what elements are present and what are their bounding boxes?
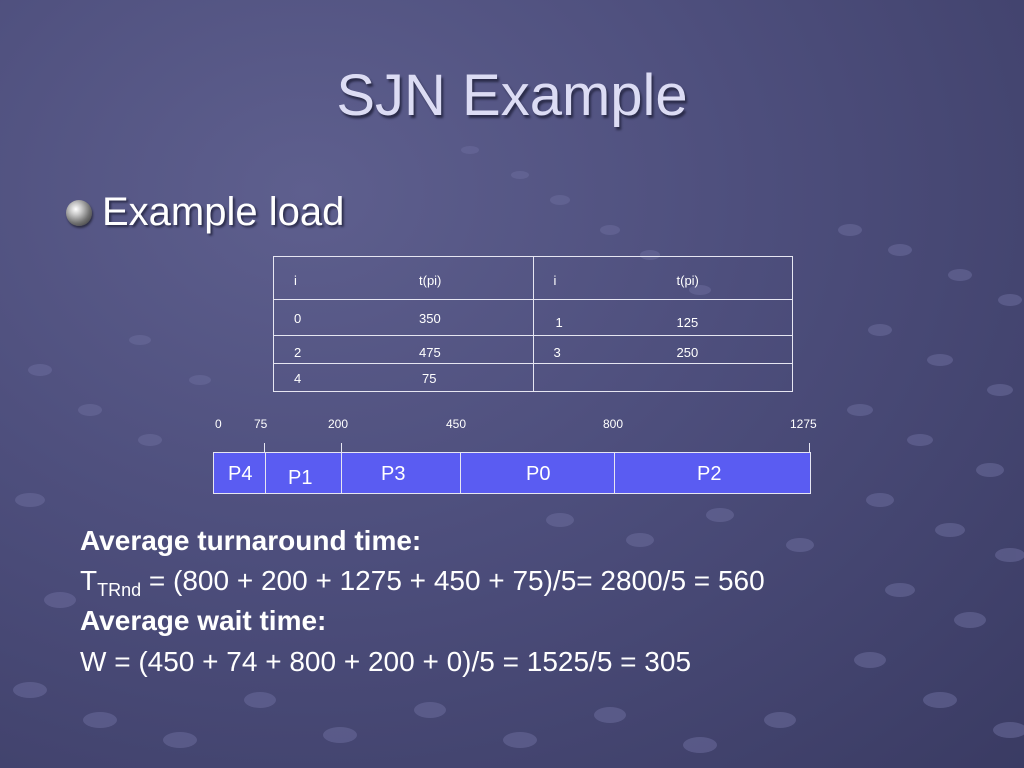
block-divider: [614, 453, 615, 493]
turnaround-formula: TTRnd = (800 + 200 + 1275 + 450 + 75)/5=…: [80, 565, 765, 601]
header-t: t(pi): [676, 273, 699, 288]
block-divider: [460, 453, 461, 493]
gantt-block-label: P1: [288, 467, 313, 489]
t-subscript: TRnd: [97, 580, 142, 600]
block-divider: [341, 453, 342, 493]
sphere-bullet-icon: [66, 199, 92, 226]
gantt-bar: P4 P1 P3 P0 P2: [213, 452, 811, 494]
cell-t: 125: [676, 315, 699, 330]
tick-label: 0: [215, 417, 222, 431]
t-formula: = (800 + 200 + 1275 + 450 + 75)/5= 2800/…: [141, 565, 765, 596]
cell-i: 4: [294, 371, 302, 386]
cell-i: 0: [294, 311, 302, 326]
avg-turnaround-label: Average turnaround time:: [80, 525, 422, 556]
table-row: 2 475 3 250: [273, 335, 793, 364]
header-i: i: [294, 273, 297, 288]
wait-formula: W = (450 + 74 + 800 + 200 + 0)/5 = 1525/…: [80, 646, 692, 677]
bullet-text: Example load: [102, 190, 345, 234]
cell-i: 3: [553, 345, 561, 360]
avg-wait-label: Average wait time:: [80, 605, 327, 636]
tick-label: 75: [254, 417, 268, 431]
bullet-item: Example load: [66, 190, 344, 235]
tick-label: 200: [328, 417, 349, 431]
tick-label: 450: [446, 417, 467, 431]
tick-label: 1275: [790, 417, 817, 431]
tick-line: [341, 443, 342, 453]
cell-t: 250: [676, 345, 699, 360]
tick-line: [809, 443, 810, 453]
header-t: t(pi): [419, 273, 442, 288]
table-row: 4 75: [273, 363, 793, 392]
table-header-row: i t(pi) i t(pi): [273, 256, 793, 300]
gantt-block-label: P4: [228, 463, 253, 485]
slide-title: SJN Example: [336, 63, 688, 128]
table-row: 0 350 1 125: [273, 299, 793, 336]
gantt-block-label: P2: [697, 463, 722, 485]
cell-i: 1: [555, 315, 563, 330]
gantt-block-label: P0: [526, 463, 551, 485]
cell-t: 75: [422, 371, 437, 386]
header-i: i: [553, 273, 557, 288]
tick-line: [264, 443, 265, 453]
cell-t: 475: [419, 345, 441, 360]
tick-label: 800: [603, 417, 624, 431]
block-divider: [265, 453, 266, 493]
gantt-block-label: P3: [381, 463, 406, 485]
cell-t: 350: [419, 311, 441, 326]
load-table: i t(pi) i t(pi) 0 350 1 125 2 475 3 250 …: [273, 256, 793, 392]
t-symbol: T: [80, 565, 98, 596]
cell-i: 2: [294, 345, 302, 360]
